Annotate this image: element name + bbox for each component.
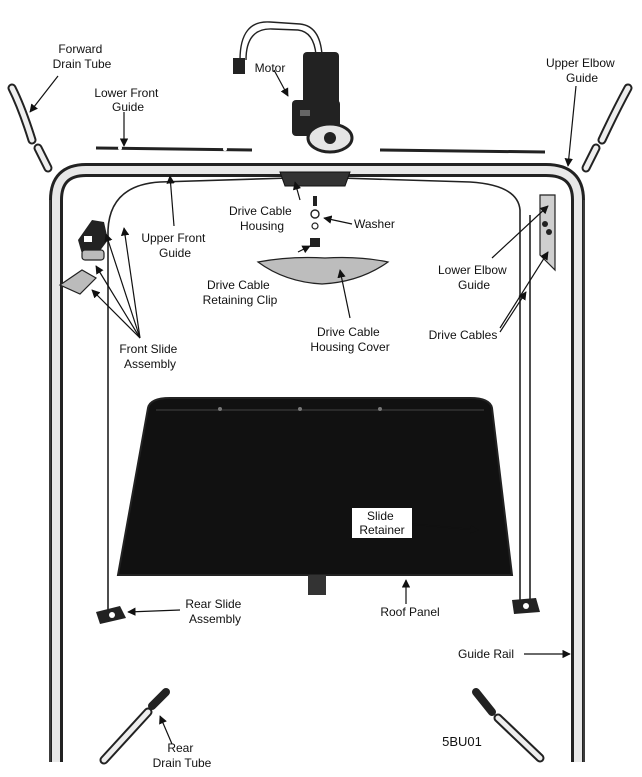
label-drive-cable-retaining-clip: Drive Cable Retaining Clip xyxy=(203,278,278,307)
roof-panel xyxy=(116,397,514,595)
label-drive-cables: Drive Cables xyxy=(429,328,498,342)
forward-drain-tube-left xyxy=(7,83,53,173)
label-upper-front-guide: Upper Front Guide xyxy=(141,231,208,260)
label-rear-drain-tube: Rear Drain Tube xyxy=(153,741,212,770)
label-front-slide-assembly: Front Slide Assembly xyxy=(119,342,180,371)
drive-cable-housing xyxy=(279,171,351,187)
label-washer: Washer xyxy=(354,217,395,231)
rear-slide-assembly-left xyxy=(96,606,126,624)
label-roof-panel: Roof Panel xyxy=(380,605,439,619)
label-lower-elbow-guide: Lower Elbow Guide xyxy=(438,263,510,292)
label-rear-slide-assembly: Rear Slide Assembly xyxy=(185,597,244,626)
label-drive-cable-housing: Drive Cable Housing xyxy=(229,204,295,233)
label-upper-elbow-guide: Upper Elbow Guide xyxy=(546,56,618,85)
rear-slide-assembly-right xyxy=(512,598,540,614)
label-drive-cable-housing-cover: Drive Cable Housing Cover xyxy=(310,325,389,354)
forward-drain-tube-right xyxy=(581,83,633,173)
washer-and-clip xyxy=(310,196,320,247)
rear-drain-tube-left xyxy=(99,688,170,765)
front-slide-assembly xyxy=(58,220,108,295)
leader-lines xyxy=(29,69,577,745)
drive-cable-housing-cover xyxy=(256,256,390,285)
rear-drain-tube-right xyxy=(472,688,545,763)
labels: Forward Drain Tube Lower Front Guide Mot… xyxy=(53,42,618,770)
label-forward-drain-tube: Forward Drain Tube xyxy=(53,42,112,71)
guide-rail-frame xyxy=(49,163,585,762)
label-slide-retainer: Slide Retainer xyxy=(359,509,404,537)
lower-front-guide xyxy=(95,146,546,154)
label-lower-front-guide: Lower Front Guide xyxy=(94,86,161,114)
slide-retainer-label-box xyxy=(352,508,412,538)
label-motor: Motor xyxy=(255,61,286,75)
motor xyxy=(233,21,354,154)
label-guide-rail: Guide Rail xyxy=(458,647,514,661)
figure-code: 5BU01 xyxy=(442,734,482,749)
